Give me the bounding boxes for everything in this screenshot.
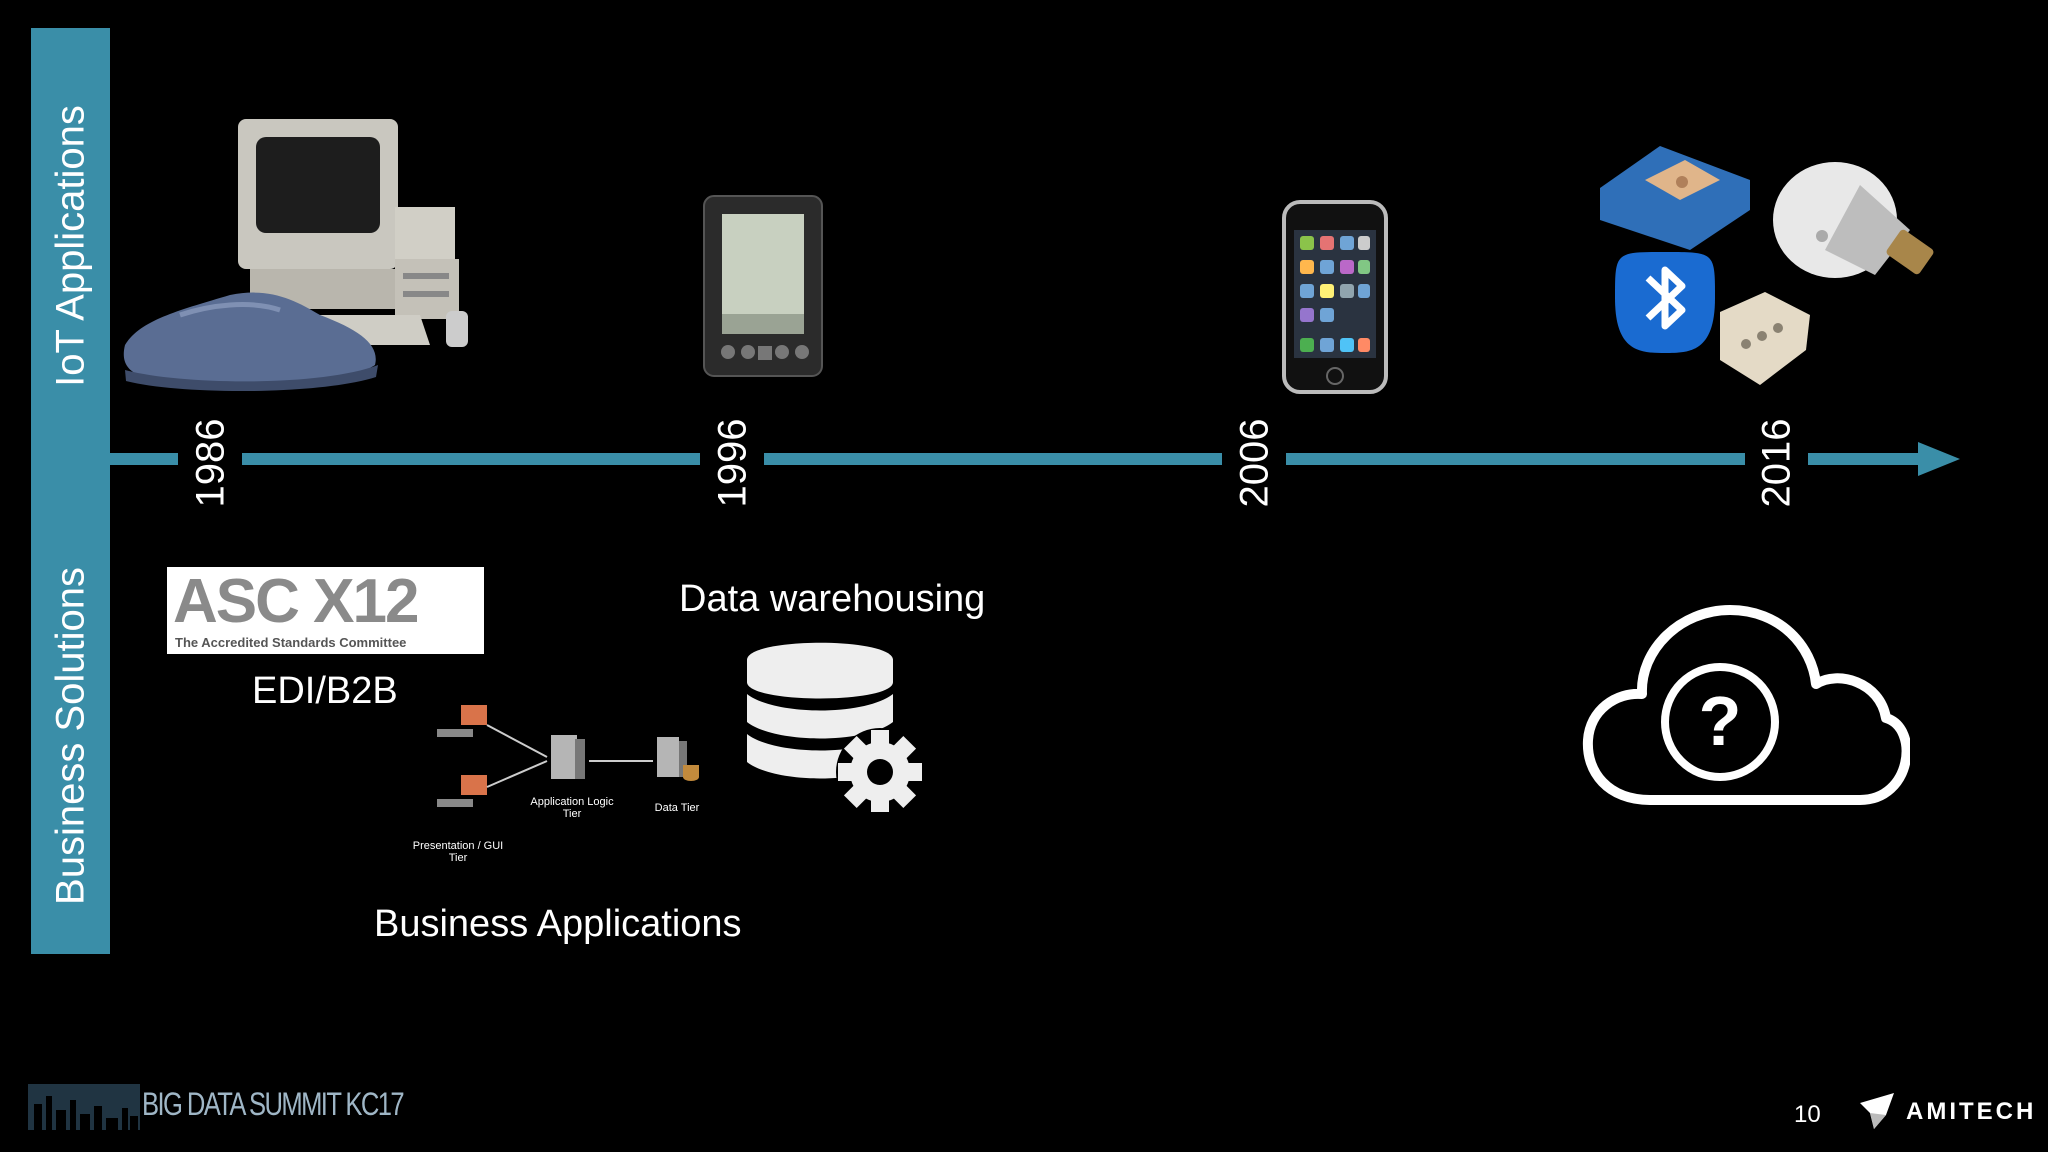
asc-logo-sub: The Accredited Standards Committee: [175, 635, 407, 650]
data-tier-label: Data Tier: [654, 802, 700, 814]
asc-x12-logo: ASC X12 The Accredited Standards Committ…: [167, 567, 484, 654]
three-tier-diagram: [437, 705, 699, 807]
logic-tier-label: Application Logic Tier: [530, 796, 614, 820]
presentation-tier-label: Presentation / GUI Tier: [412, 840, 504, 864]
cloud-question-icon: ?: [1582, 605, 1910, 805]
timeline-arrow: [110, 442, 1960, 476]
amitech-logo-icon: [1860, 1093, 1894, 1129]
year-1986: 1986: [188, 418, 233, 508]
edi-b2b-label: EDI/B2B: [252, 670, 398, 712]
iot-applications-label: IoT Applications: [48, 105, 92, 387]
year-2006: 2006: [1232, 418, 1277, 508]
asc-logo-main: ASC X12: [173, 567, 419, 636]
business-solutions-label: Business Solutions: [48, 567, 92, 905]
data-warehousing-label: Data warehousing: [679, 578, 986, 620]
skyline-logo-icon: [28, 1084, 140, 1130]
year-2016: 2016: [1754, 418, 1799, 508]
page-number: 10: [1794, 1101, 1821, 1128]
database-gear-icon: [747, 642, 924, 812]
svg-text:?: ?: [1699, 682, 1742, 760]
application-server-icon: [551, 735, 585, 779]
iphone-image: [1282, 200, 1388, 394]
event-logo-text: BIG DATA SUMMIT KC17: [142, 1086, 405, 1122]
vintage-computer-and-sneaker-image: [123, 119, 468, 392]
category-sidebar: IoT Applications Business Solutions: [31, 28, 110, 954]
iot-devices-bluetooth-bulb-image: [1600, 146, 1934, 385]
amitech-brand-text: AMITECH: [1906, 1098, 2037, 1125]
presentation-computer-icon: [437, 705, 487, 807]
year-1996: 1996: [710, 418, 755, 508]
business-applications-label: Business Applications: [374, 903, 742, 945]
palm-pda-image: [703, 195, 823, 377]
data-server-icon: [657, 737, 699, 781]
